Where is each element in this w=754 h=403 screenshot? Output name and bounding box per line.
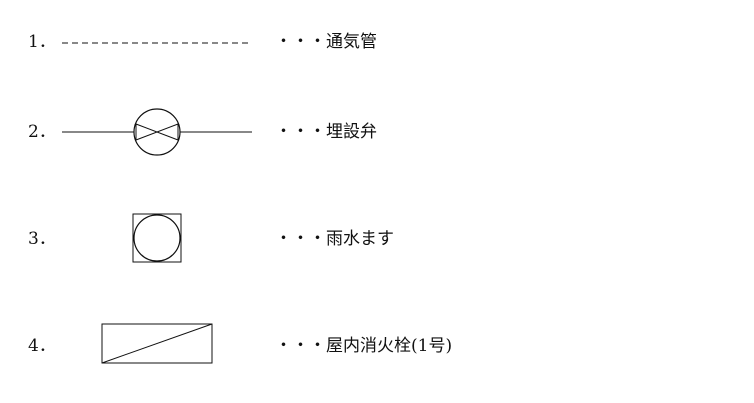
item-label: ・・・埋設弁 [275, 122, 377, 142]
item-number: 4． [28, 336, 56, 356]
legend-row-rainwater-basin: 3． ・・・雨水ます [0, 212, 754, 264]
item-label: ・・・屋内消火栓(1号) [275, 336, 453, 356]
legend-row-indoor-fire-hydrant: 4． ・・・屋内消火栓(1号) [0, 322, 754, 366]
legend-row-buried-valve: 2． ・・・埋設弁 [0, 108, 754, 158]
item-number: 1． [28, 32, 56, 52]
buried-valve-icon [62, 108, 252, 156]
indoor-fire-hydrant-icon [101, 323, 213, 364]
item-number: 3． [28, 229, 56, 249]
dashed-line-icon [62, 42, 252, 44]
item-label: ・・・通気管 [275, 32, 377, 52]
item-number: 2． [28, 122, 56, 142]
rainwater-basin-icon [132, 213, 182, 263]
legend-row-vent-pipe: 1． ・・・通気管 [0, 32, 754, 54]
item-label: ・・・雨水ます [275, 229, 394, 249]
